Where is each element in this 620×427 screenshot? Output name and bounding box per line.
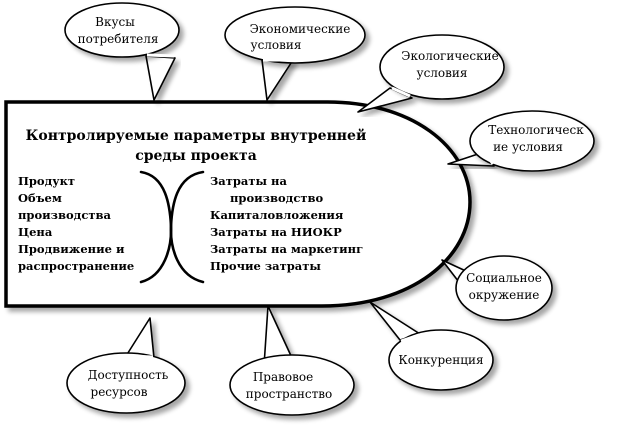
bubble-label: пространство <box>246 387 332 401</box>
bubble-label: Правовое <box>253 370 313 384</box>
bubble-label: Доступность <box>88 368 169 382</box>
cost-item: Затраты на маркетинг <box>210 242 363 256</box>
central-shape <box>4 100 472 308</box>
costs-list: Затраты на производство Капиталовложения… <box>210 174 363 273</box>
bubble-resources: Доступность ресурсов <box>66 317 186 414</box>
cost-item: Затраты на НИОКР <box>210 225 342 239</box>
central-title-line-2: среды проекта <box>135 148 257 164</box>
bubble-label: потребителя <box>78 32 159 46</box>
bubble-label: Социальное <box>466 271 542 285</box>
bubble-label: Экономические <box>250 22 351 36</box>
bubble-economic: Экономические условия <box>224 6 366 101</box>
bubble-consumer-tastes: Вкусы потребителя <box>64 2 180 101</box>
bubble-competition: Конкуренция <box>369 301 494 391</box>
bubble-label: условия <box>251 38 302 52</box>
bubble-label: Вкусы <box>95 15 135 29</box>
bubble-ecological: Экологические условия <box>357 34 505 113</box>
cost-item: Капиталовложения <box>210 208 344 222</box>
param-item: производства <box>18 208 111 222</box>
bubble-label: условия <box>417 66 468 80</box>
bubble-social: Социальное окружение <box>441 255 553 321</box>
bubble-label: окружение <box>469 288 540 302</box>
controllable-params-list: Продукт Объем производства Цена Продвиже… <box>18 174 134 273</box>
bubble-label: Конкуренция <box>398 353 483 367</box>
bubble-label: Экологические <box>401 49 498 63</box>
bubble-legal: Правовое пространство <box>229 305 355 416</box>
central-title-line-1: Контролируемые параметры внутренней <box>26 127 367 144</box>
param-item: Объем <box>18 191 62 205</box>
param-item: Продвижение и <box>18 242 125 256</box>
param-item: Продукт <box>18 174 75 188</box>
cost-item: производство <box>230 191 323 205</box>
param-item: Цена <box>18 225 53 239</box>
bubble-label: ие условия <box>493 140 563 154</box>
cost-item: Затраты на <box>210 174 287 188</box>
cost-item: Прочие затраты <box>210 259 321 273</box>
bubble-label: Технологическ <box>488 123 584 137</box>
bubble-label: ресурсов <box>91 385 148 399</box>
bracket-connector <box>139 170 205 284</box>
bubble-technological: Технологическ ие условия <box>447 110 595 172</box>
param-item: распространение <box>18 259 134 273</box>
